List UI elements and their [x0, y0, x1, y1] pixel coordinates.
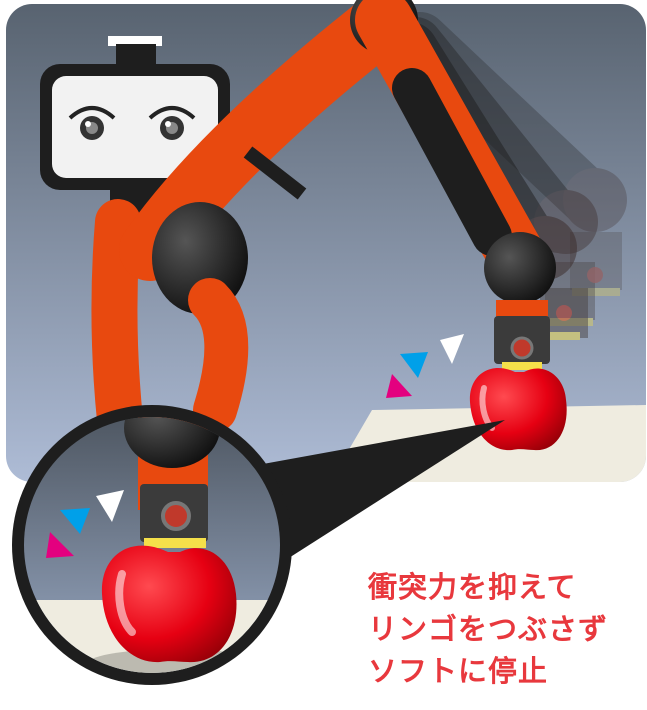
motion-cue-icon [386, 334, 464, 398]
caption-line-2: リンゴをつぶさず [368, 612, 609, 646]
magnifier-lens [12, 405, 292, 685]
eye-icon [68, 106, 116, 140]
caption-line-3: ソフトに停止 [368, 654, 549, 688]
eye-icon [148, 106, 196, 140]
caption-line-1: 衝突力を抑えて [368, 570, 577, 604]
caption: 衝突力を抑えて リンゴをつぶさず ソフトに停止 [368, 566, 638, 692]
apple-icon [469, 367, 567, 451]
callout-pointer [230, 420, 505, 570]
robot-arm [91, 0, 556, 443]
